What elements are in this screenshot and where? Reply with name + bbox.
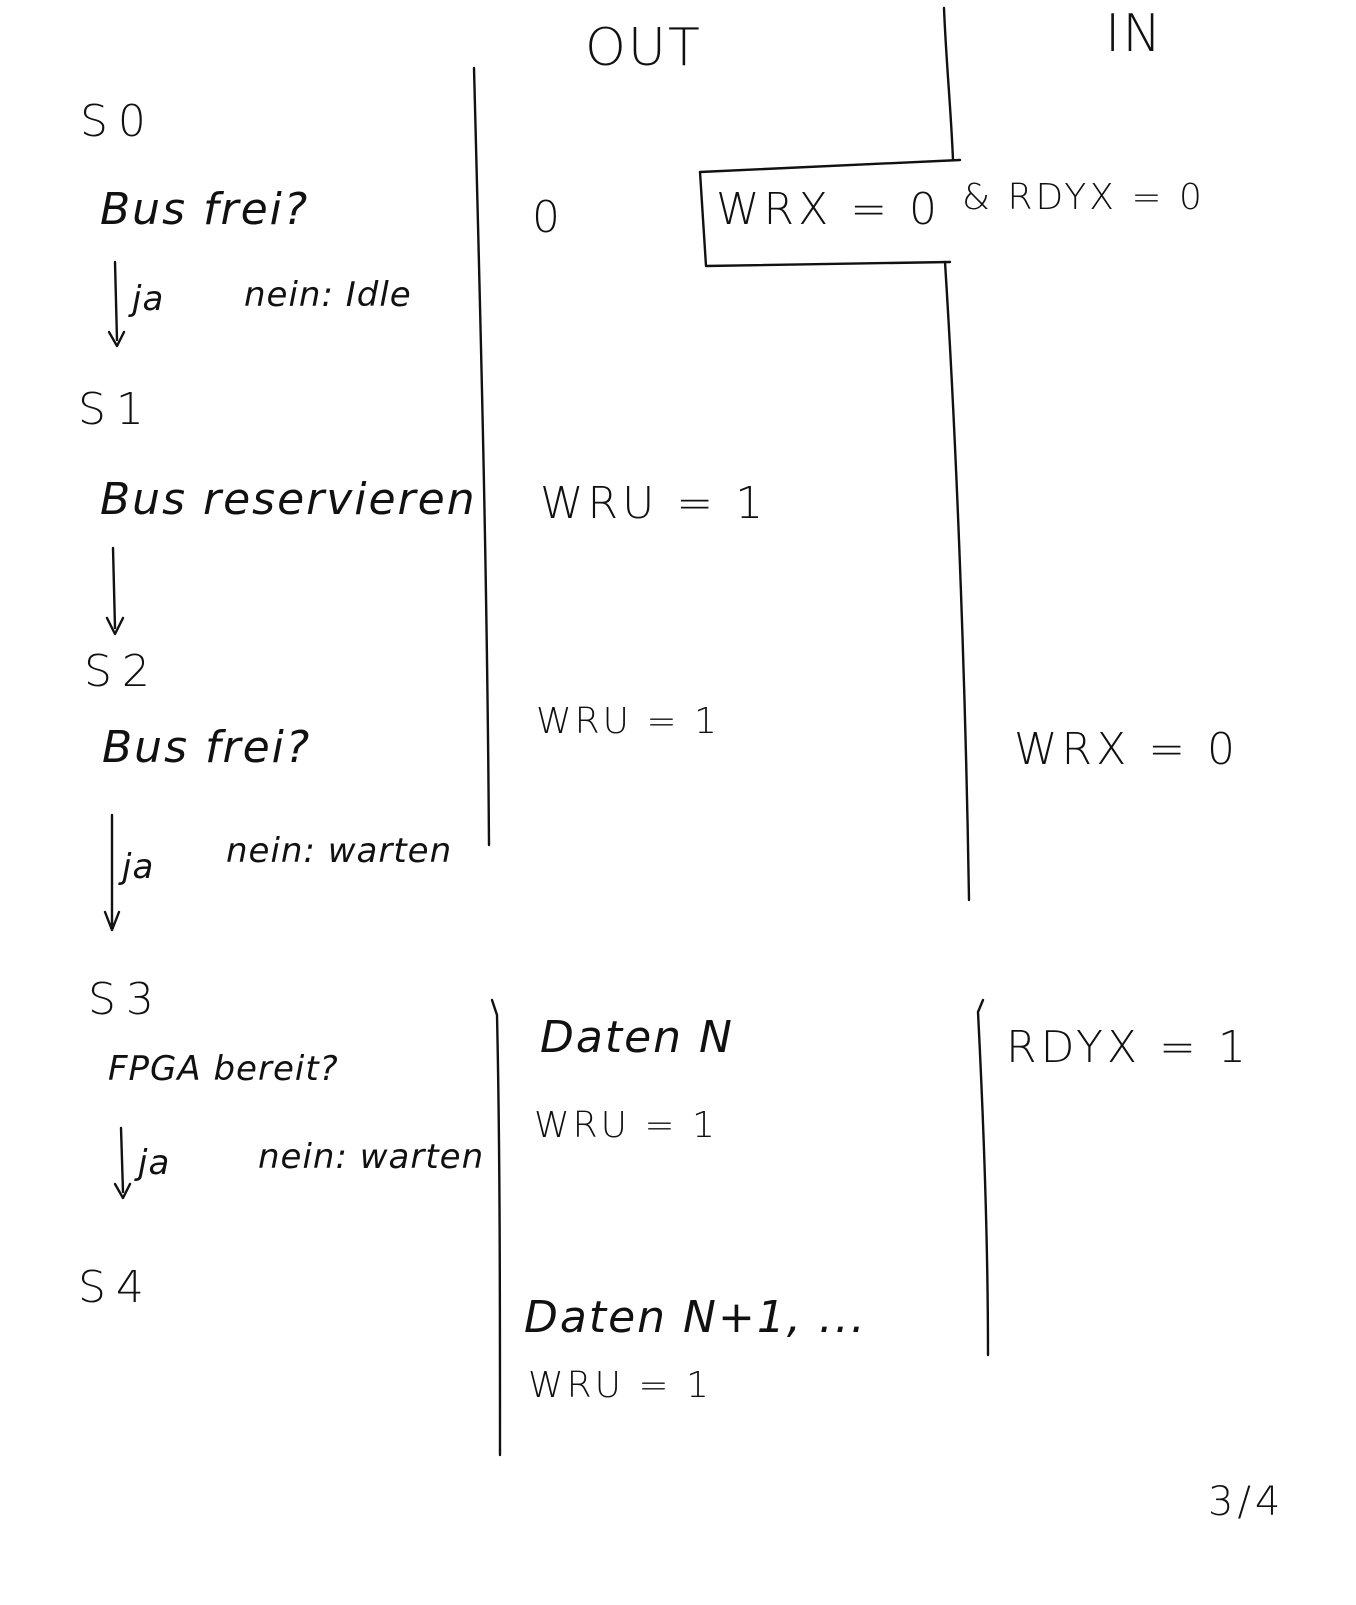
state-s0-branch-yes: ja — [132, 279, 165, 319]
in-column-header: IN — [1105, 4, 1164, 64]
arrow-s2-s3 — [103, 813, 121, 932]
state-s3-label: S3 — [88, 974, 164, 1025]
state-s0-branch-no: nein: Idle — [244, 275, 412, 315]
state-s4-out-data: Daten N+1, ... — [524, 1292, 867, 1343]
state-s3-out-wru: WRU = 1 — [534, 1105, 718, 1146]
state-s1-condition: Bus reservieren — [100, 474, 477, 525]
state-s1-label: S1 — [78, 384, 154, 435]
state-s2-branch-yes: ja — [122, 847, 155, 887]
state-s3-out-data: Daten N — [540, 1012, 734, 1063]
state-s0-out-value: 0 — [532, 192, 564, 243]
out-column-line-upper — [472, 66, 491, 847]
arrow-s3-s4 — [113, 1126, 132, 1200]
state-s2-in-wrx: WRX = 0 — [1014, 724, 1240, 775]
in-column-line-middle — [943, 260, 971, 902]
in-column-line-upper — [942, 6, 955, 162]
state-s2-condition: Bus frei? — [102, 722, 312, 773]
state-s0-in-rdyx: & RDYX = 0 — [962, 177, 1205, 218]
state-s3-in-rdyx: RDYX = 1 — [1006, 1022, 1250, 1073]
state-s0-condition: Bus frei? — [100, 184, 310, 235]
out-column-line-lower — [490, 998, 502, 1457]
state-s1-out-wru: WRU = 1 — [540, 478, 768, 529]
state-s4-out-wru: WRU = 1 — [528, 1365, 712, 1406]
wrx-box — [698, 158, 962, 268]
state-s2-branch-no: nein: warten — [226, 831, 453, 871]
in-column-line-lower — [976, 998, 990, 1357]
state-s3-branch-yes: ja — [138, 1143, 171, 1183]
state-s2-out-wru: WRU = 1 — [536, 701, 720, 742]
state-s3-condition: FPGA bereit? — [108, 1049, 339, 1089]
arrow-s0-s1 — [107, 260, 126, 348]
state-s0-in-wrx: WRX = 0 — [716, 184, 942, 235]
state-s4-label: S4 — [78, 1262, 154, 1313]
out-column-header: OUT — [585, 18, 702, 78]
state-s0-label: S0 — [80, 96, 156, 147]
page-number: 3/4 — [1208, 1479, 1285, 1525]
state-s3-branch-no: nein: warten — [258, 1137, 485, 1177]
arrow-s1-s2 — [105, 546, 125, 636]
state-s2-label: S2 — [84, 646, 160, 697]
